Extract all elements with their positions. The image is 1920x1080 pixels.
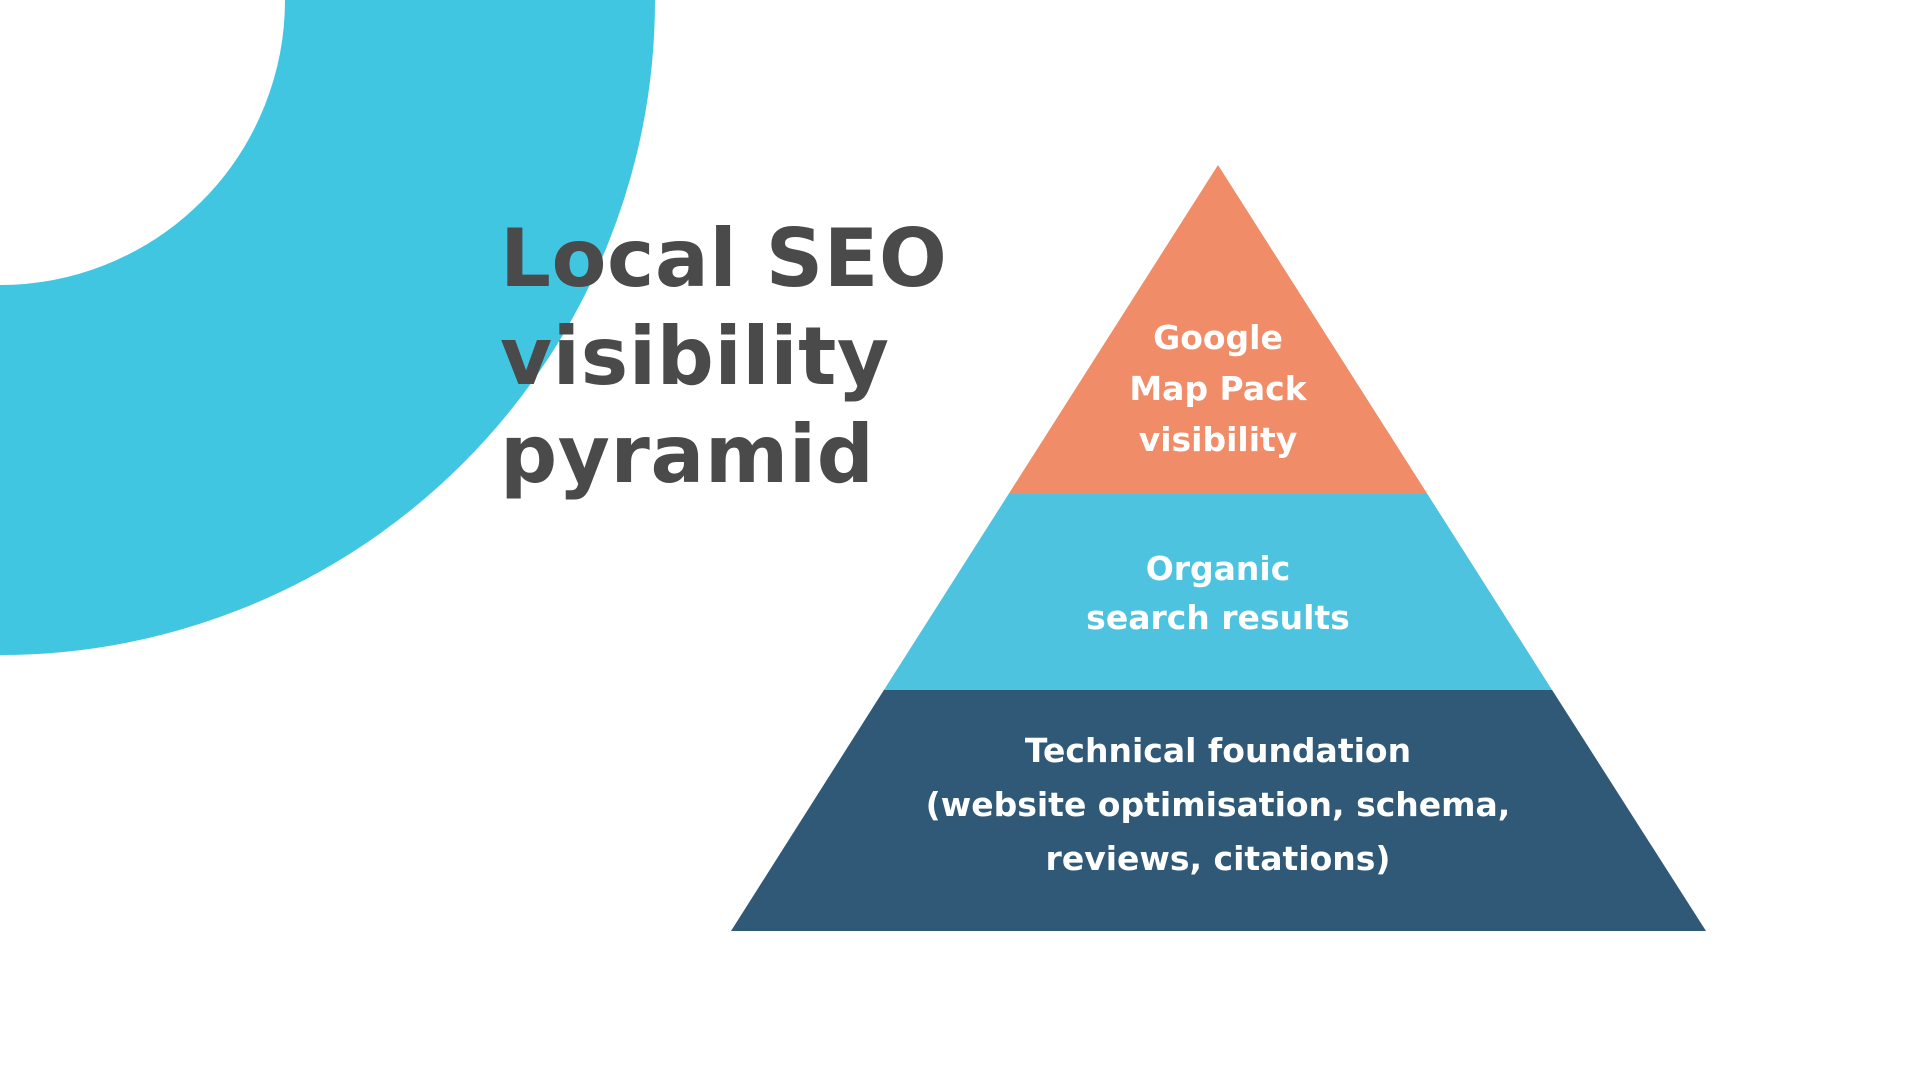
pyramid-tier-top [1008, 165, 1428, 494]
decorative-arc [0, 0, 655, 655]
tier-1-line-1: Google [1153, 318, 1283, 357]
tier-label-technical-foundation: Technical foundation (website optimisati… [868, 724, 1568, 886]
pyramid-tier-middle [883, 494, 1553, 690]
pyramid-tier-bottom [731, 690, 1706, 931]
page-title-line-2: visibility [500, 310, 890, 403]
tier-label-google-map-pack: Google Map Pack visibility [868, 312, 1568, 465]
tier-2-line-2: search results [1086, 598, 1350, 637]
page-title: Local SEO visibility pyramid [500, 210, 947, 504]
tier-3-line-3: reviews, citations) [1045, 839, 1391, 878]
page-title-line-3: pyramid [500, 408, 875, 501]
page-title-line-1: Local SEO [500, 212, 948, 305]
tier-3-line-2: (website optimisation, schema, [925, 785, 1511, 824]
tier-3-line-1: Technical foundation [1024, 731, 1412, 770]
tier-1-line-2: Map Pack [1129, 369, 1307, 408]
tier-label-organic-search: Organic search results [868, 544, 1568, 642]
tier-1-line-3: visibility [1138, 420, 1298, 459]
tier-2-line-1: Organic [1145, 549, 1291, 588]
